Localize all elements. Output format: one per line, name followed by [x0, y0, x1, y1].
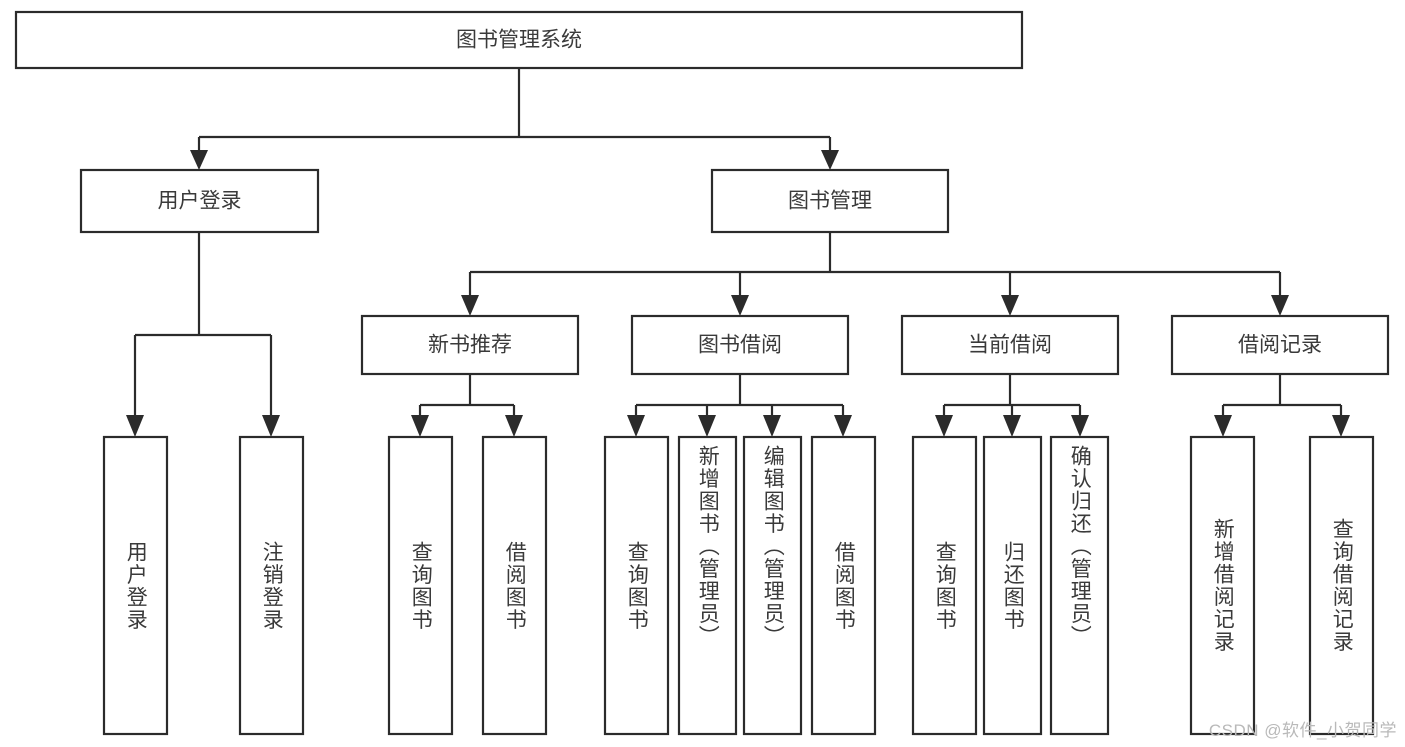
node-leaf-user-login-1[interactable]	[102, 435, 169, 736]
node-borrow-record-label: 借阅记录	[1238, 334, 1322, 357]
arrow-user-login-leaf-1	[126, 415, 144, 437]
node-leaf-current-borrow-3[interactable]	[1049, 435, 1110, 736]
node-book-borrow[interactable]	[630, 314, 850, 376]
node-new-book-recommend[interactable]	[360, 314, 580, 376]
arrow-bookborrow-leaf-3	[763, 415, 781, 437]
node-book-management[interactable]	[710, 168, 950, 234]
arrow-borrowrecord-leaf-1	[1214, 415, 1232, 437]
node-root-label: 图书管理系统	[456, 29, 582, 52]
arrow-bm-to-current-borrow	[1001, 295, 1019, 316]
node-root-book-management-system[interactable]	[14, 10, 1024, 70]
node-leaf-borrow-record-1[interactable]	[1189, 435, 1256, 736]
connector-layer	[126, 68, 1350, 437]
node-leaf-current-borrow-1[interactable]	[911, 435, 978, 736]
node-book-management-label: 图书管理	[788, 190, 872, 213]
arrow-newbook-leaf-1	[411, 415, 429, 437]
node-new-book-recommend-label: 新书推荐	[428, 334, 512, 357]
node-leaf-new-book-1[interactable]	[387, 435, 454, 736]
arrow-bookborrow-leaf-4	[834, 415, 852, 437]
arrow-bm-to-book-borrow	[731, 295, 749, 316]
node-leaf-book-borrow-1[interactable]	[603, 435, 670, 736]
node-current-borrow-label: 当前借阅	[968, 334, 1052, 357]
node-current-borrow[interactable]	[900, 314, 1120, 376]
arrow-borrowrecord-leaf-2	[1332, 415, 1350, 437]
arrow-bm-to-borrow-record	[1271, 295, 1289, 316]
arrow-bm-to-new-book	[461, 295, 479, 316]
arrow-newbook-leaf-2	[505, 415, 523, 437]
arrow-bookborrow-leaf-1	[627, 415, 645, 437]
node-user-login-label: 用户登录	[158, 190, 242, 213]
arrow-currentborrow-leaf-3	[1071, 415, 1089, 437]
arrow-user-login-leaf-2	[262, 415, 280, 437]
arrow-bookborrow-leaf-2	[698, 415, 716, 437]
arrow-currentborrow-leaf-1	[935, 415, 953, 437]
node-book-borrow-label: 图书借阅	[698, 334, 782, 357]
node-leaf-book-borrow-4[interactable]	[810, 435, 877, 736]
csdn-watermark: CSDN @软件_小贺同学	[1208, 721, 1397, 740]
node-leaf-borrow-record-2[interactable]	[1308, 435, 1375, 736]
node-leaf-current-borrow-2[interactable]	[982, 435, 1043, 736]
node-layer: 图书管理系统 用户登录 图书管理 新书推荐 图书借阅 当前借阅 借阅记录	[14, 10, 1390, 736]
node-leaf-new-book-2[interactable]	[481, 435, 548, 736]
arrow-root-to-user-login	[190, 150, 208, 170]
node-borrow-record[interactable]	[1170, 314, 1390, 376]
node-user-login[interactable]	[79, 168, 320, 234]
node-leaf-user-login-2[interactable]	[238, 435, 305, 736]
node-leaf-book-borrow-3[interactable]	[742, 435, 803, 736]
arrow-currentborrow-leaf-2	[1003, 415, 1021, 437]
arrow-root-to-book-manage	[821, 150, 839, 170]
node-leaf-book-borrow-2[interactable]	[677, 435, 738, 736]
